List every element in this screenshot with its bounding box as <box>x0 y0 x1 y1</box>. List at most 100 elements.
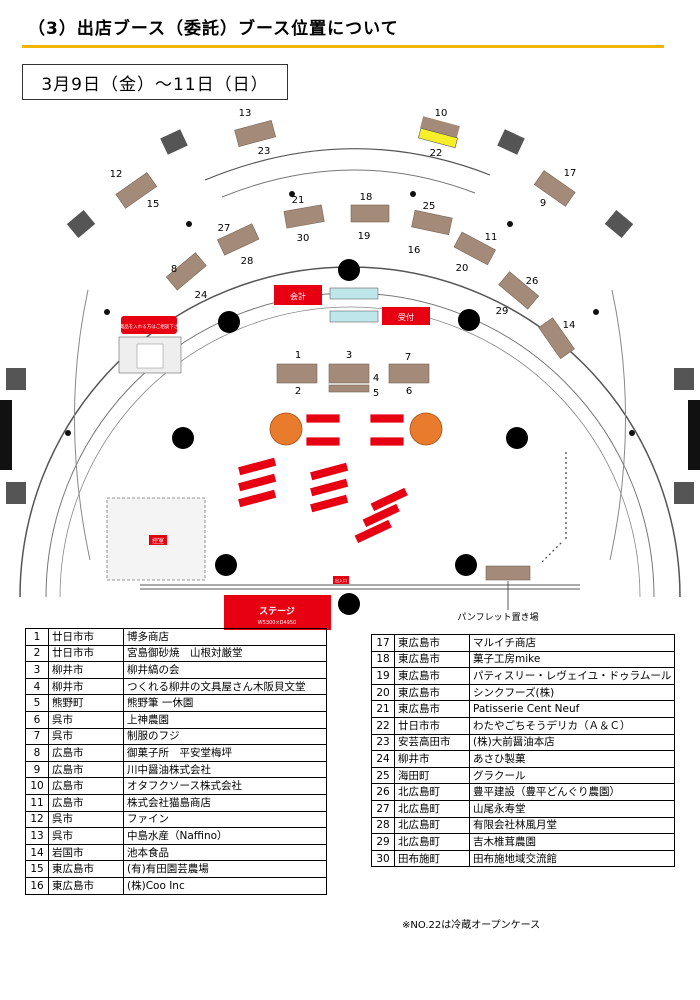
booth-number: 19 <box>358 231 371 242</box>
shop-cell: 株式会社猫島商店 <box>123 793 327 812</box>
city-cell: 東広島市 <box>394 634 470 652</box>
shop-cell: マルイチ商店 <box>468 634 676 652</box>
booth-10 <box>420 116 460 138</box>
booth-number: 10 <box>435 108 448 119</box>
city-cell: 広島市 <box>48 793 124 812</box>
booth-no-cell: 12 <box>25 810 49 829</box>
booth-number: 15 <box>147 199 160 210</box>
city-cell: 東広島市 <box>394 667 470 685</box>
pillar <box>218 311 240 333</box>
city-cell: 柳井市 <box>48 661 124 679</box>
booth-no-cell: 22 <box>371 716 395 735</box>
booth-number: 30 <box>297 233 310 244</box>
booth-4 <box>328 384 370 393</box>
tent-label: 控室 <box>152 537 164 545</box>
speaker <box>674 482 694 504</box>
booth-12 <box>115 172 158 209</box>
booth-number: 2 <box>295 386 301 397</box>
dot <box>186 221 192 227</box>
bench <box>309 461 350 482</box>
reception-sign <box>382 307 430 325</box>
pillar <box>506 427 528 449</box>
pillar <box>338 259 360 281</box>
round-table <box>269 412 303 446</box>
shop-cell: 川中醤油株式会社 <box>123 760 327 779</box>
date-box: 3月9日（金）～11日（日） <box>22 64 288 100</box>
city-cell: 海田町 <box>394 766 470 785</box>
city-cell: 安芸高田市 <box>394 733 470 752</box>
shop-cell: 上神農園 <box>123 710 327 729</box>
shop-cell: わたやごちそうデリカ（Ａ＆Ｃ） <box>468 716 676 735</box>
booth-no-cell: 15 <box>25 860 49 878</box>
booth-no-cell: 10 <box>25 777 49 795</box>
city-cell: 呉市 <box>48 727 124 746</box>
booth-number: 24 <box>195 290 208 301</box>
speaker <box>6 368 26 390</box>
booth-number: 9 <box>540 198 546 209</box>
speaker <box>674 368 694 390</box>
booth-number: 22 <box>430 148 443 159</box>
date-label: 3月9日（金）～11日（日） <box>41 74 269 95</box>
counter <box>329 287 379 300</box>
shop-cell: 宮島御砂焼 山根対厳堂 <box>123 644 327 663</box>
round-table <box>409 412 443 446</box>
dot <box>593 309 599 315</box>
speaker <box>604 210 634 238</box>
upper-stand-inner <box>221 169 476 198</box>
booth-number: 14 <box>563 320 576 331</box>
booth-number: 7 <box>405 352 411 363</box>
floor-plan: 会計 受付 冷蔵品を入れる方はご相談下さい 控室 ステージ W5300×D495… <box>0 108 700 630</box>
shop-cell: 中島水産（Naffino） <box>123 827 327 845</box>
booth-number: 17 <box>564 168 577 179</box>
booth-no-cell: 13 <box>25 827 49 845</box>
city-cell: 田布施町 <box>394 849 470 868</box>
booth-number: 20 <box>456 263 469 274</box>
partition <box>541 541 563 563</box>
city-cell: 廿日市市 <box>48 628 124 646</box>
booth-number: 13 <box>239 108 252 119</box>
booth-no-cell: 7 <box>25 727 49 746</box>
booth-number: 11 <box>485 232 498 243</box>
booth-no-cell: 16 <box>25 876 49 895</box>
booth-no-cell: 30 <box>371 849 395 868</box>
pillar <box>338 593 360 615</box>
city-cell: 北広島町 <box>394 783 470 801</box>
city-cell: 柳井市 <box>48 677 124 696</box>
shop-cell: 池本食品 <box>123 843 327 862</box>
pillar <box>455 554 477 576</box>
city-cell: 広島市 <box>48 760 124 779</box>
city-cell: 呉市 <box>48 710 124 729</box>
shop-cell: 吉木椎茸農園 <box>468 833 676 851</box>
booth-no-cell: 23 <box>371 733 395 752</box>
city-cell: 柳井市 <box>394 750 470 768</box>
bench <box>305 413 341 424</box>
booth-number: 25 <box>423 201 436 212</box>
dot <box>104 309 110 315</box>
shop-cell: 豊平建設（豊平どんぐり農園） <box>468 783 676 801</box>
city-cell: 呉市 <box>48 810 124 829</box>
city-cell: 広島市 <box>48 777 124 795</box>
booth-11 <box>453 231 496 266</box>
booth-number: 29 <box>496 306 509 317</box>
booth-number: 6 <box>406 386 412 397</box>
shop-cell: あさひ製菓 <box>468 750 676 768</box>
booth-number: 16 <box>408 245 421 256</box>
title-rule <box>22 45 664 48</box>
shop-cell: 御菓子所 平安堂梅坪 <box>123 744 327 762</box>
booth-13 <box>234 119 277 147</box>
tent-sign <box>149 535 167 545</box>
shop-cell: 田布施地域交流館 <box>468 849 676 868</box>
